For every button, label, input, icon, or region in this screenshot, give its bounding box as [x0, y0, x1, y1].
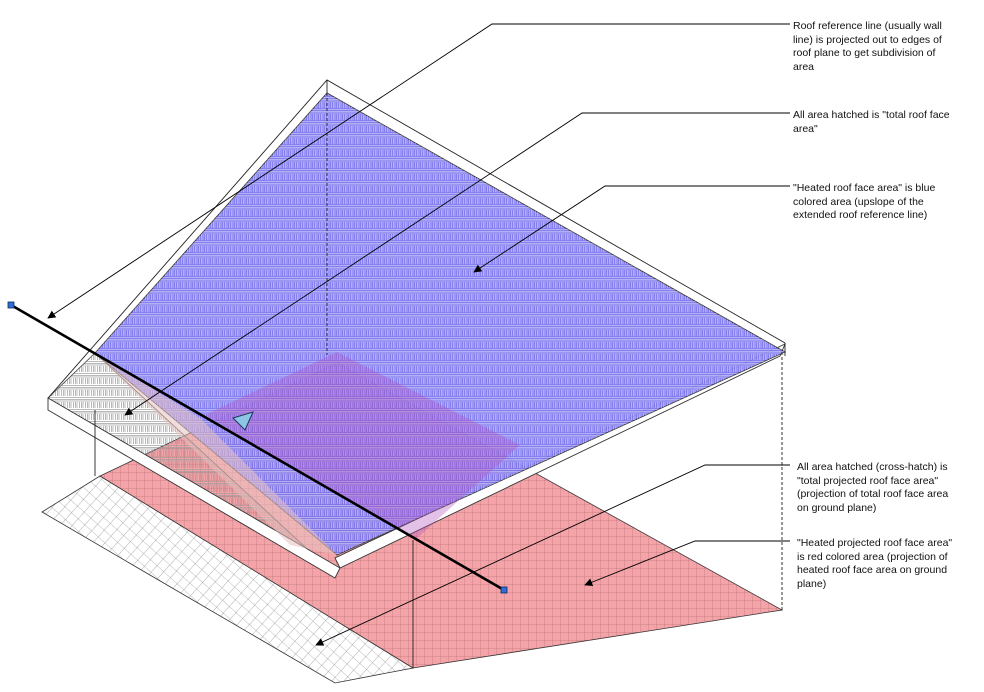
total-projected-roof-face-area-note: All area hatched (cross-hatch) is "total…: [797, 461, 949, 514]
square-grip-icon[interactable]: [7, 301, 15, 309]
roof-slab-front-edge: [47, 397, 341, 579]
roof-lower-transition: [95, 353, 337, 555]
square-grip-icon[interactable]: [500, 586, 508, 594]
roof-reference-line-note: Roof reference line (usually wall line) …: [793, 20, 942, 73]
roof-wireframe: [47, 79, 786, 668]
leader-lines: [47, 23, 790, 646]
roof-reference-line[interactable]: [10, 303, 505, 592]
total-roof-face-area-note: All area hatched is "total roof face are…: [793, 109, 950, 135]
triangle-marker-icon[interactable]: [232, 411, 254, 431]
overlap-region: [205, 352, 520, 540]
heated-roof-face-area-note: "Heated roof face area" is blue colored …: [793, 182, 936, 221]
heated-projected-roof-face-area-note: "Heated projected roof face area" is red…: [797, 537, 953, 590]
heated-roof-face-weave: [95, 93, 785, 555]
